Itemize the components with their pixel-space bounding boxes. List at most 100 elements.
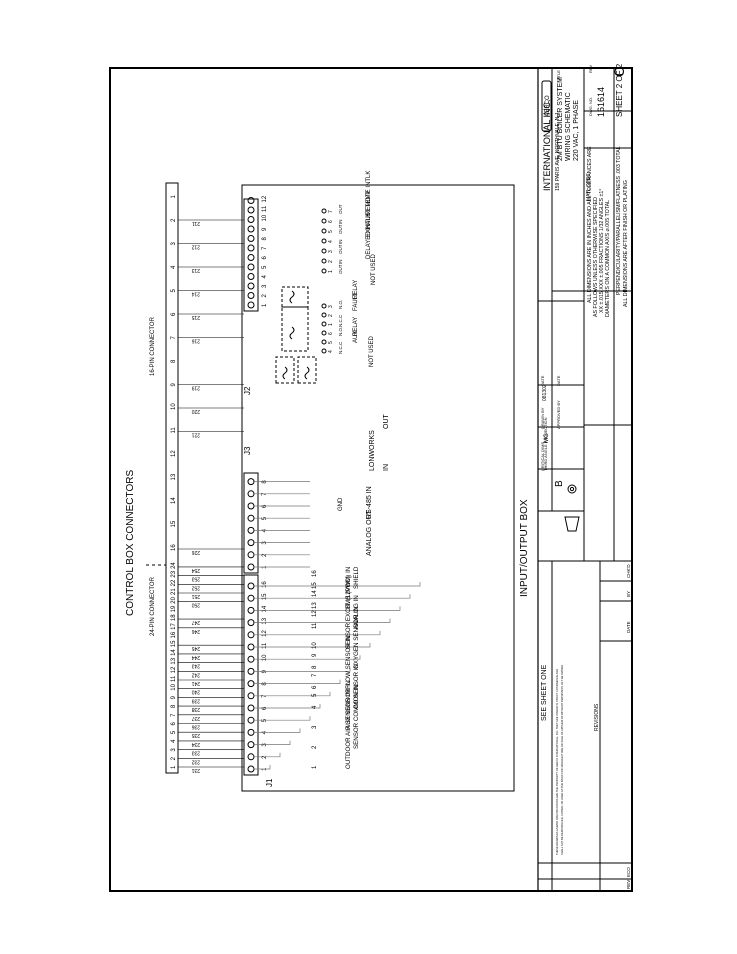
j1-input-label-3: AUX SENSOR IN: [345, 681, 352, 729]
j1-terminal-number-12: 12: [262, 629, 268, 636]
tolerance-line-4: DIAMETERS ON A COMMON AXIS ⌀.005 TOTAL: [605, 200, 611, 317]
pin24-number-23: 23: [171, 570, 177, 577]
company-logo-text: AERCO: [545, 95, 551, 117]
intlk-contact-io-1: OUT: [338, 264, 343, 274]
relay-contact-5: [321, 312, 327, 318]
j2-terminal-10: [247, 216, 255, 223]
input-output-box: INPUT/OUTPUT BOX J1 J3 J2 12345678910111…: [241, 171, 530, 792]
j1-input-label-7: SENSOR EXCIT. (12VDC): [345, 576, 352, 649]
j1-input-pin-12: 12: [312, 610, 318, 617]
j1-input-pin-2: 2: [312, 745, 318, 749]
wire-label-220: 220: [191, 408, 200, 414]
connector-strip: [165, 182, 179, 774]
intlk-contact-io-3: OUT: [338, 244, 343, 254]
relay-contact-4: [321, 321, 327, 327]
j3-label: J3: [243, 446, 252, 455]
intlk-contact-io-6: IN: [338, 220, 343, 225]
j1-input-label-6: OXYGEN SENSOR IN: [353, 607, 360, 669]
analog-out-label: ANALOG OUT: [366, 509, 373, 556]
j1-lead-9: [254, 667, 351, 672]
relay-contact-1: [321, 348, 327, 354]
exhaust-temp-label: EXHAUST TEMP: [366, 191, 372, 237]
relay-box-2: [297, 356, 317, 384]
schematic-drawing: AERCO INTERNATIONAL INC. 159 PARIS AVE, …: [109, 63, 633, 892]
j2-terminal-number-7: 7: [262, 246, 268, 250]
rev-label: REV: [588, 64, 593, 73]
j1-input-label-5: FLOW SENSOR IN: [345, 635, 352, 689]
tolerance-line-1: ALL DIMENSIONS ARE IN INCHES AND ALL TOL…: [587, 146, 593, 303]
pin16-number-7: 7: [171, 336, 177, 340]
relay-contact-pin-5: 2: [328, 314, 334, 317]
title-block: AERCO INTERNATIONAL INC. 159 PARIS AVE, …: [540, 63, 631, 889]
j1-lead-4: [254, 728, 301, 733]
wire-label-219: 219: [191, 385, 200, 391]
wire-label-251: 251: [191, 593, 200, 599]
wire-label-214: 214: [191, 291, 200, 297]
pin24-number-20: 20: [171, 596, 177, 603]
relay-contact-pin-4: 1: [328, 323, 334, 326]
j1-terminal-number-11: 11: [262, 642, 268, 649]
j2-terminal-1: [247, 301, 255, 309]
j1-terminal-number-10: 10: [262, 654, 268, 661]
intlk-contact-io-2: IN: [338, 260, 343, 265]
terminal-block-j1: [243, 574, 259, 776]
j1-input-label-9: BMS (PWM) IN: [345, 567, 352, 609]
j2-terminal-number-3: 3: [262, 284, 268, 288]
j1-lead-13: [254, 618, 391, 623]
terminal-block-j2: [243, 198, 259, 312]
pin24-number-17: 17: [171, 622, 177, 629]
relay-coil-boxes: [275, 286, 317, 384]
intlk-contact-5: [321, 228, 327, 234]
wire-label-243: 243: [191, 663, 200, 669]
relay-box-1: [275, 356, 295, 384]
wire-label-233: 233: [191, 750, 200, 756]
by-column-label: BY: [626, 591, 631, 597]
remote-intlk-label: REMOTE INTLK: [366, 171, 372, 215]
wire-label-211: 211: [192, 220, 200, 226]
pin16-number-3: 3: [171, 242, 177, 246]
pin24-number-11: 11: [171, 675, 177, 682]
wire-label-253: 253: [191, 576, 200, 582]
j2-terminal-number-12: 12: [262, 195, 268, 202]
relay-contact-type-3: N.O.: [338, 327, 343, 336]
intlk-contact-pin-5: 5: [328, 230, 334, 233]
wire-label-239: 239: [191, 697, 200, 703]
pin16-number-8: 8: [171, 359, 177, 363]
j1-label: J1: [265, 778, 274, 787]
date-label-2: DATE: [556, 375, 561, 386]
not-used-label-intlk: NOT USED: [371, 253, 377, 285]
relay-box-4: [281, 286, 309, 308]
intlk-contact-7: [321, 208, 327, 214]
pin24-number-2: 2: [171, 756, 177, 760]
j2-terminal-number-6: 6: [262, 256, 268, 260]
title-line-1: 2M BTU BOILER SYSTEM: [557, 77, 564, 161]
rev-letter: C: [611, 67, 627, 77]
j1-input-pin-6: 6: [312, 685, 318, 689]
proprietary-notice-1: THESE DRAWINGS AND/OR SPECIFICATIONS ARE…: [555, 669, 559, 855]
wire-label-250: 250: [191, 602, 200, 608]
pin24-number-18: 18: [171, 614, 177, 621]
j1-input-label-8: ANALOG IN: [353, 595, 360, 629]
j2-terminal-number-9: 9: [262, 227, 268, 231]
tolerance-line-3: XX ±.015 XXX ±.005 FRACTIONS 1/32 ANGLES…: [599, 189, 605, 313]
j1-lead-6: [254, 704, 321, 709]
intlk-contact-1: [321, 268, 327, 274]
wire-label-234: 234: [191, 741, 200, 747]
delayed-intlk-label: DELAYED INTLK: [366, 213, 372, 259]
relay-contact-type-5: C: [338, 314, 343, 318]
j1-terminal-number-15: 15: [262, 593, 268, 600]
j1-lead-8: [254, 679, 341, 684]
pin24-number-24: 24: [171, 562, 177, 569]
j2-terminal-5: [247, 263, 255, 271]
pin16-number-9: 9: [171, 383, 177, 387]
j2-terminal-12: [247, 197, 255, 204]
company-logo: [541, 80, 552, 132]
pin24-number-16: 16: [171, 631, 177, 638]
j1-terminal-number-14: 14: [262, 605, 268, 612]
wire-label-235: 235: [191, 732, 200, 738]
company-address: 159 PARIS AVE, NORTHVALE, N.J.: [555, 111, 561, 191]
pin24-number-5: 5: [171, 730, 177, 734]
j1-input-label-10: SHIELD: [353, 566, 360, 589]
revisions-label: REVISIONS: [594, 703, 600, 731]
j1-lead-14: [254, 606, 401, 611]
